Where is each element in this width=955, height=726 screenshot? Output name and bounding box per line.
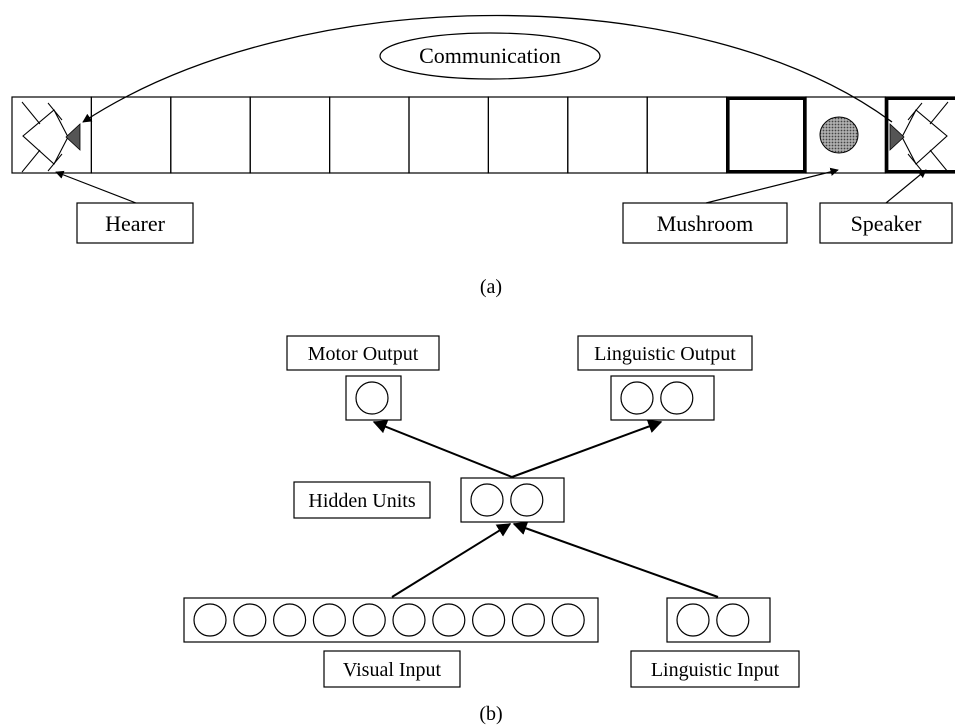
grid-cell xyxy=(567,96,648,174)
hearer-label: Hearer xyxy=(105,211,166,236)
hearer-pointer-arrow xyxy=(55,170,137,204)
communication-ellipse xyxy=(379,32,601,80)
motor-output-label: Motor Output xyxy=(308,343,419,365)
grid-cell-highlighted xyxy=(726,97,806,173)
mushroom-disc-icon xyxy=(819,116,859,154)
visual-input-unit xyxy=(312,603,346,637)
linguistic-input-label-box xyxy=(630,650,800,688)
speaker-pointer-arrow xyxy=(885,169,927,204)
panel-a: Communication Hearer Mushroom xyxy=(11,14,955,298)
mushroom-pointer-arrow xyxy=(705,167,839,204)
grid-cell xyxy=(170,96,251,174)
mushroom-label-box xyxy=(622,202,788,244)
hidden-to-motor-arrow xyxy=(372,420,513,478)
linguistic-output-unit xyxy=(660,381,694,415)
panel-b-caption: (b) xyxy=(479,703,502,725)
linguistic-input-unit xyxy=(676,603,710,637)
linguistic-input-unit xyxy=(716,603,750,637)
hidden-unit xyxy=(510,483,544,517)
grid-cell xyxy=(725,96,807,174)
visual-input-unit xyxy=(392,603,426,637)
panel-a-caption: (a) xyxy=(480,276,502,298)
linguistic-output-label-box xyxy=(577,335,753,371)
speaker-label-box xyxy=(819,202,953,244)
grid-cell xyxy=(249,96,331,174)
hidden-to-linguistic-output-arrow xyxy=(511,419,663,478)
visual-input-unit xyxy=(511,603,546,637)
communication-arc xyxy=(82,14,893,123)
visual-input-unit xyxy=(472,603,506,637)
grid-cell xyxy=(646,96,728,174)
linguistic-input-label: Linguistic Input xyxy=(651,659,780,681)
visual-input-to-hidden-arrow xyxy=(391,523,512,598)
visual-input-unit xyxy=(432,603,466,637)
hidden-units-label: Hidden Units xyxy=(308,490,415,512)
grid-world xyxy=(11,96,955,174)
speaker-label: Speaker xyxy=(851,211,923,236)
visual-input-unit xyxy=(273,603,307,637)
panel-b: Motor Output Linguistic Output Hidden Un… xyxy=(183,335,800,725)
agent-facing-right-icon xyxy=(21,101,81,173)
agent-facing-left-icon xyxy=(889,101,949,173)
hidden-unit xyxy=(470,483,504,517)
visual-input-unit xyxy=(233,603,267,637)
grid-cell xyxy=(329,96,410,174)
visual-input-unit xyxy=(352,603,386,637)
linguistic-output-unit xyxy=(620,381,654,415)
network-units xyxy=(193,381,750,637)
visual-input-unit xyxy=(551,603,585,637)
hidden-units-label-box xyxy=(293,481,431,519)
grid-cell xyxy=(408,96,490,174)
linguistic-output-label: Linguistic Output xyxy=(594,343,736,365)
visual-input-label: Visual Input xyxy=(343,659,442,681)
communication-label: Communication xyxy=(419,43,561,68)
motor-output-unit xyxy=(355,381,389,415)
grid-cell xyxy=(90,96,172,174)
grid-cell xyxy=(487,96,569,174)
visual-input-unit xyxy=(193,603,227,637)
visual-input-label-box xyxy=(323,650,461,688)
linguistic-input-to-hidden-arrow xyxy=(512,521,719,598)
motor-output-label-box xyxy=(286,335,440,371)
mushroom-label: Mushroom xyxy=(657,211,754,236)
